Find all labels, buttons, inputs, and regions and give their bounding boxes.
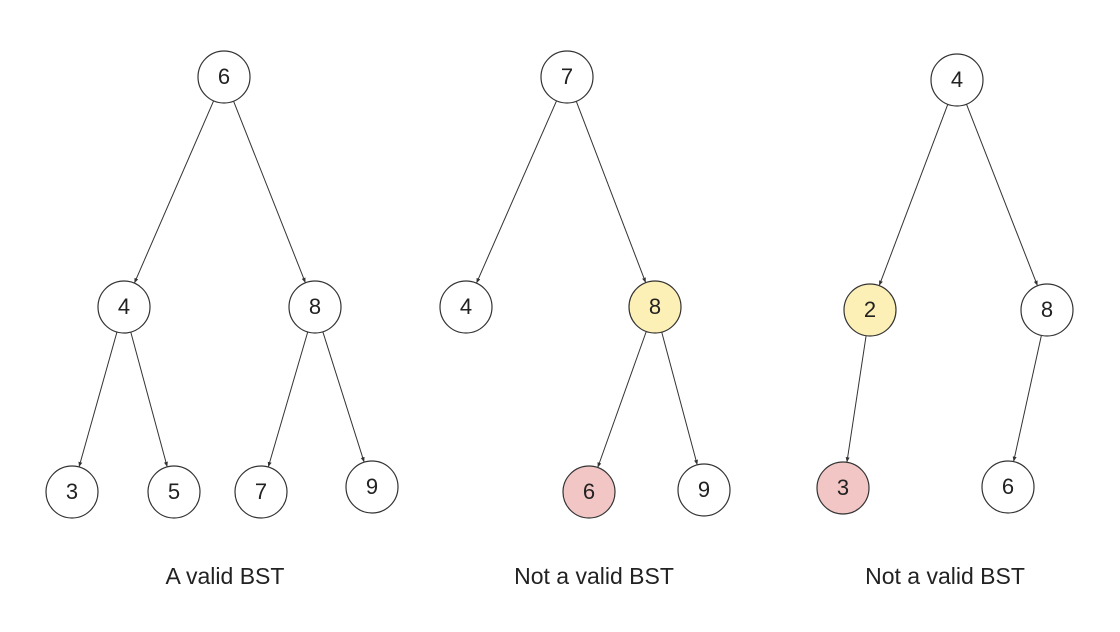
- node-3-violation: 3: [816, 461, 870, 515]
- edge-2-to-3: [845, 335, 867, 463]
- node-6-default: 6: [981, 460, 1035, 514]
- node-value: 5: [168, 479, 180, 504]
- node-circle: [345, 460, 399, 514]
- node-circle: [843, 283, 897, 337]
- node-value: 4: [460, 294, 472, 319]
- edge-7-to-8: [575, 101, 647, 283]
- node-value: 6: [218, 64, 230, 89]
- edge-7-to-4: [475, 100, 558, 284]
- node-circle: [147, 465, 201, 519]
- node-value: 2: [864, 297, 876, 322]
- node-circle: [234, 465, 288, 519]
- node-circle: [45, 465, 99, 519]
- node-value: 8: [649, 294, 661, 319]
- captions-layer: A valid BST Not a valid BST Not a valid BS…: [166, 563, 1025, 589]
- edge-8-to-9: [322, 331, 365, 463]
- node-5-default: 5: [147, 465, 201, 519]
- node-value: 4: [951, 67, 963, 92]
- edge-4-to-5: [130, 331, 168, 468]
- node-circle: [816, 461, 870, 515]
- node-value: 3: [837, 475, 849, 500]
- edge-8-to-7: [267, 331, 309, 468]
- node-value: 8: [309, 294, 321, 319]
- node-8-default: 8: [288, 280, 342, 334]
- node-value: 7: [561, 64, 573, 89]
- node-circle: [97, 280, 151, 334]
- node-7-default: 7: [540, 50, 594, 104]
- node-circle: [288, 280, 342, 334]
- node-circle: [197, 50, 251, 104]
- edge-4-to-3: [78, 331, 118, 468]
- tree-caption: Not a valid BST: [514, 563, 674, 589]
- node-circle: [562, 465, 616, 519]
- node-value: 8: [1041, 297, 1053, 322]
- edge-4-to-8: [966, 104, 1038, 286]
- edge-8-to-6: [1012, 335, 1042, 462]
- node-value: 3: [66, 479, 78, 504]
- node-value: 4: [118, 294, 130, 319]
- node-3-default: 3: [45, 465, 99, 519]
- node-value: 6: [583, 479, 595, 504]
- node-circle: [981, 460, 1035, 514]
- node-value: 9: [366, 474, 378, 499]
- node-7-default: 7: [234, 465, 288, 519]
- node-circle: [1020, 283, 1074, 337]
- node-8-highlight: 8: [628, 280, 682, 334]
- edge-8-to-6: [597, 331, 647, 468]
- node-9-default: 9: [677, 463, 731, 517]
- tree-caption: A valid BST: [166, 563, 285, 589]
- node-value: 9: [698, 477, 710, 502]
- node-circle: [628, 280, 682, 334]
- node-circle: [930, 53, 984, 107]
- node-value: 7: [255, 479, 267, 504]
- tree-caption: Not a valid BST: [865, 563, 1025, 589]
- node-4-default: 4: [97, 280, 151, 334]
- node-9-default: 9: [345, 460, 399, 514]
- node-6-default: 6: [197, 50, 251, 104]
- node-value: 6: [1002, 474, 1014, 499]
- node-2-highlight: 2: [843, 283, 897, 337]
- edges-layer: [78, 100, 1042, 468]
- node-6-violation: 6: [562, 465, 616, 519]
- edge-6-to-4: [133, 100, 215, 284]
- node-8-default: 8: [1020, 283, 1074, 337]
- edge-8-to-9: [661, 331, 698, 466]
- node-4-default: 4: [930, 53, 984, 107]
- node-circle: [677, 463, 731, 517]
- edge-4-to-2: [878, 104, 949, 286]
- nodes-layer: 3 5 4 7 9 8 6 4 6 9 8 7 3 2 6 8 4: [45, 50, 1074, 519]
- node-circle: [540, 50, 594, 104]
- node-4-default: 4: [439, 280, 493, 334]
- node-circle: [439, 280, 493, 334]
- edge-6-to-8: [233, 100, 306, 284]
